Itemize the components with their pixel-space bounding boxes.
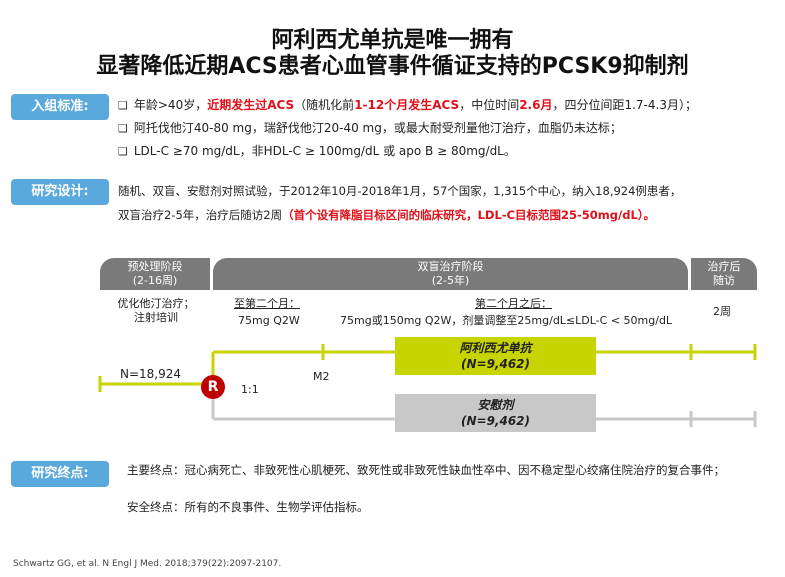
phase-run-in: 预处理阶段 (2-16周) [100, 258, 210, 290]
checkbox-icon: ❑ [118, 99, 128, 112]
second-period-dose: 75mg或150mg Q2W，剂量调整至25mg/dL≤LDL-C < 50mg… [340, 314, 673, 327]
endpoints-label: 研究终点: [11, 461, 109, 487]
randomization-circle [201, 375, 225, 399]
randomize-ratio: 1:1 [241, 383, 259, 396]
arm1-box: 阿利西尤单抗 (N=9,462) [395, 337, 596, 375]
first-period-title: 至第二个月： [234, 297, 300, 310]
inclusion-bullet-3: ❑LDL-C ≥70 mg/dL，非HDL-C ≥ 100mg/dL 或 apo… [118, 144, 516, 158]
design-line-2: 双盲治疗2-5年，治疗后随访2周（首个设有降脂目标区间的临床研究，LDL-C目标… [118, 208, 656, 222]
total-n: N=18,924 [120, 367, 182, 381]
checkbox-icon: ❑ [118, 145, 128, 158]
safety-endpoint: 安全终点：所有的不良事件、生物学评估指标。 [127, 500, 369, 514]
inclusion-bullet-2: ❑阿托伐他汀40-80 mg，瑞舒伐他汀20-40 mg，或最大耐受剂量他汀治疗… [118, 121, 622, 135]
first-period-dose: 75mg Q2W [238, 314, 300, 327]
inclusion-label: 入组标准: [11, 94, 109, 120]
primary-endpoint: 主要终点：冠心病死亡、非致死性心肌梗死、致死性或非致死性缺血性卒中、因不稳定型心… [127, 463, 725, 477]
randomize-label: R [207, 379, 219, 395]
title-line-1: 阿利西尤单抗是唯一拥有 [271, 28, 514, 53]
design-line-1: 随机、双盲、安慰剂对照试验，于2012年10月-2018年1月，57个国家，1,… [118, 184, 682, 198]
checkbox-icon: ❑ [118, 122, 128, 135]
phase-followup: 治疗后 随访 [691, 258, 757, 290]
inclusion-bullet-1: ❑年龄>40岁，近期发生过ACS（随机化前1-12个月发生ACS，中位时间2.6… [118, 98, 697, 112]
second-period-title: 第二个月之后： [475, 297, 552, 310]
arm2-box: 安慰剂 (N=9,462) [395, 394, 596, 432]
phase-double-blind: 双盲治疗阶段 (2-5年) [213, 258, 688, 290]
reference: Schwartz GG, et al. N Engl J Med. 2018;3… [13, 559, 282, 569]
design-label: 研究设计: [11, 179, 109, 205]
study-timeline [98, 344, 757, 427]
run-in-detail: 优化他汀治疗； 注射培训 [117, 297, 195, 324]
title-line-2: 显著降低近期ACS患者心血管事件循证支持的PCSK9抑制剂 [96, 54, 689, 79]
m2-label: M2 [313, 370, 330, 383]
followup-detail: 2周 [713, 305, 731, 318]
